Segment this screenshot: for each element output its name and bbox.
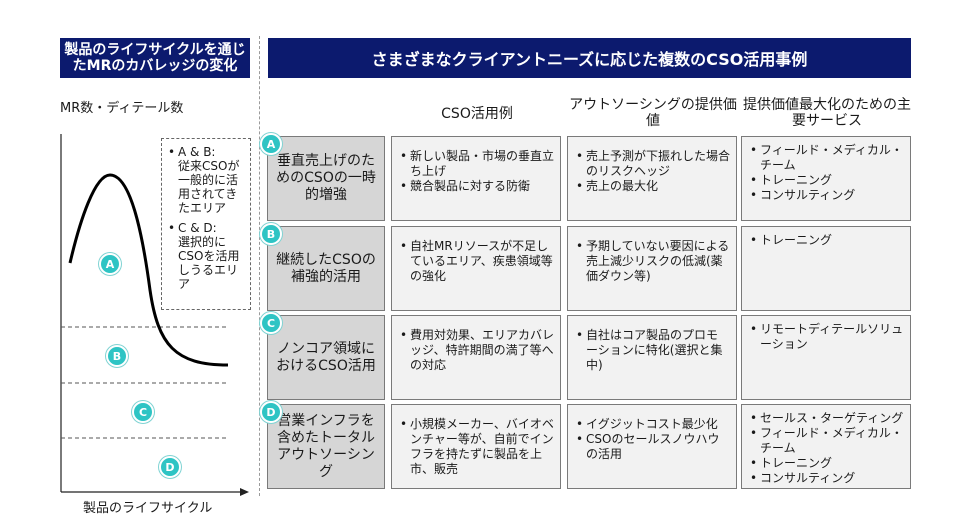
- panel-divider: [259, 36, 260, 496]
- examples-list: 費用対効果、エリアカバレッジ、特許期間の満了等への対応: [400, 328, 554, 373]
- zone-badge-d: D: [159, 456, 181, 478]
- list-item: 自社MRリソースが不足しているエリア、疾患領域等の強化: [400, 239, 554, 284]
- note-item-cd: C & D: 選択的にCSOを活用しうるエリア: [168, 221, 246, 291]
- services-cell: リモートディテールソリューション: [741, 315, 911, 400]
- list-item: 自社はコア製品のプロモーションに特化(選択と集中): [576, 328, 730, 373]
- list-item: リモートディテールソリューション: [750, 322, 904, 352]
- row-label-cell: 継続したCSOの補強的活用: [267, 226, 385, 311]
- row-label: 継続したCSOの補強的活用: [276, 251, 376, 285]
- list-item: 小規模メーカー、バイオベンチャー等が、自前でインフラを持たずに製品を上市、販売: [400, 417, 554, 477]
- row-label: 垂直売上げのためのCSOの一時的増強: [276, 153, 376, 203]
- values-list: 自社はコア製品のプロモーションに特化(選択と集中): [576, 328, 730, 373]
- list-item: 新しい製品・市場の垂直立ち上げ: [400, 149, 554, 179]
- values-list: イグジットコスト最少化CSOのセールスノウハウの活用: [576, 417, 730, 462]
- list-item: 競合製品に対する防衛: [400, 179, 554, 194]
- left-panel-title: 製品のライフサイクルを通じたMRのカバレッジの変化: [60, 38, 250, 78]
- examples-list: 小規模メーカー、バイオベンチャー等が、自前でインフラを持たずに製品を上市、販売: [400, 417, 554, 477]
- note-label: A & B:: [178, 145, 216, 159]
- column-header-examples: CSO活用例: [441, 106, 513, 122]
- area-note: A & B: 従来CSOが一般的に活用されてきたエリア C & D: 選択的にC…: [161, 138, 251, 310]
- examples-cell: 新しい製品・市場の垂直立ち上げ競合製品に対する防衛: [391, 136, 561, 221]
- list-item: フィールド・メディカル・チーム: [750, 143, 904, 173]
- list-item: コンサルティング: [750, 188, 904, 203]
- row-label-cell: ノンコア領域におけるCSO活用: [267, 315, 385, 400]
- column-header-services: 提供価値最大化のための主要サービス: [743, 97, 911, 129]
- y-axis-label: MR数・ディテール数: [60, 101, 184, 116]
- list-item: トレーニング: [750, 456, 904, 471]
- services-list: トレーニング: [750, 233, 904, 248]
- list-item: トレーニング: [750, 173, 904, 188]
- services-cell: セールス・ターゲティングフィールド・メディカル・チームトレーニングコンサルティン…: [741, 404, 911, 489]
- services-list: セールス・ターゲティングフィールド・メディカル・チームトレーニングコンサルティン…: [750, 411, 904, 486]
- list-item: CSOのセールスノウハウの活用: [576, 432, 730, 462]
- examples-list: 自社MRリソースが不足しているエリア、疾患領域等の強化: [400, 239, 554, 284]
- x-axis-label: 製品のライフサイクル: [83, 501, 213, 516]
- list-item: 売上予測が下振れした場合のリスクヘッジ: [576, 149, 730, 179]
- examples-cell: 自社MRリソースが不足しているエリア、疾患領域等の強化: [391, 226, 561, 311]
- zone-badge-a: A: [99, 253, 121, 275]
- examples-cell: 小規模メーカー、バイオベンチャー等が、自前でインフラを持たずに製品を上市、販売: [391, 404, 561, 489]
- list-item: トレーニング: [750, 233, 904, 248]
- services-cell: フィールド・メディカル・チームトレーニングコンサルティング: [741, 136, 911, 221]
- values-list: 予期していない要因による売上減少リスクの低減(薬価ダウン等): [576, 239, 730, 284]
- services-list: フィールド・メディカル・チームトレーニングコンサルティング: [750, 143, 904, 203]
- row-badge: B: [260, 223, 282, 245]
- values-cell: 自社はコア製品のプロモーションに特化(選択と集中): [567, 315, 737, 400]
- note-item-ab: A & B: 従来CSOが一般的に活用されてきたエリア: [168, 145, 246, 215]
- list-item: フィールド・メディカル・チーム: [750, 426, 904, 456]
- row-badge: D: [260, 401, 282, 423]
- column-header-value: アウトソーシングの提供価値: [569, 97, 737, 129]
- zone-badge-c: C: [132, 401, 154, 423]
- values-cell: 予期していない要因による売上減少リスクの低減(薬価ダウン等): [567, 226, 737, 311]
- row-label-cell: 垂直売上げのためのCSOの一時的増強: [267, 136, 385, 221]
- values-cell: 売上予測が下振れした場合のリスクヘッジ売上の最大化: [567, 136, 737, 221]
- lifecycle-curve: [68, 173, 229, 367]
- list-item: 費用対効果、エリアカバレッジ、特許期間の満了等への対応: [400, 328, 554, 373]
- row-label: 営業インフラを含めたトータルアウトソーシング: [277, 412, 375, 480]
- lifecycle-chart: [60, 134, 249, 496]
- row-badge: A: [260, 133, 282, 155]
- note-label: C & D:: [178, 221, 217, 235]
- row-label-cell: 営業インフラを含めたトータルアウトソーシング: [267, 404, 385, 489]
- note-text: 選択的にCSOを活用しうるエリア: [178, 235, 240, 291]
- right-panel-title: さまざまなクライアントニーズに応じた複数のCSO活用事例: [268, 38, 911, 78]
- zone-badge-b: B: [106, 345, 128, 367]
- row-label: ノンコア領域におけるCSO活用: [276, 340, 376, 374]
- examples-cell: 費用対効果、エリアカバレッジ、特許期間の満了等への対応: [391, 315, 561, 400]
- services-list: リモートディテールソリューション: [750, 322, 904, 352]
- examples-list: 新しい製品・市場の垂直立ち上げ競合製品に対する防衛: [400, 149, 554, 194]
- list-item: 予期していない要因による売上減少リスクの低減(薬価ダウン等): [576, 239, 730, 284]
- list-item: コンサルティング: [750, 471, 904, 486]
- row-badge: C: [260, 312, 282, 334]
- note-text: 従来CSOが一般的に活用されてきたエリア: [178, 159, 240, 215]
- services-cell: トレーニング: [741, 226, 911, 311]
- x-axis-arrow: [240, 488, 249, 496]
- list-item: セールス・ターゲティング: [750, 411, 904, 426]
- values-cell: イグジットコスト最少化CSOのセールスノウハウの活用: [567, 404, 737, 489]
- list-item: 売上の最大化: [576, 179, 730, 194]
- list-item: イグジットコスト最少化: [576, 417, 730, 432]
- values-list: 売上予測が下振れした場合のリスクヘッジ売上の最大化: [576, 149, 730, 194]
